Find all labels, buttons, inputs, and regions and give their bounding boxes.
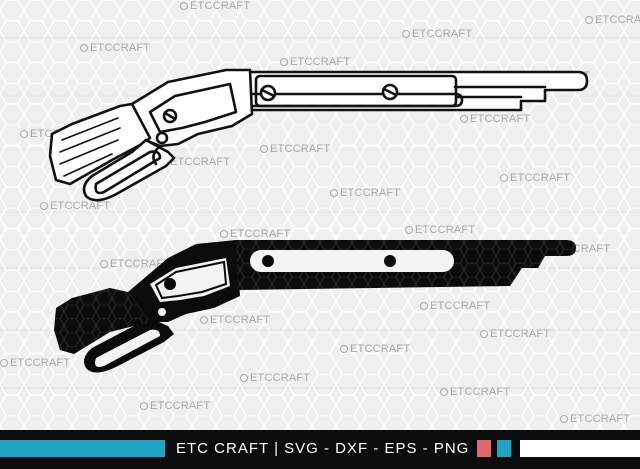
watermark: ETCCRAFT: [0, 357, 70, 369]
footer-blue-bar: [0, 440, 165, 457]
watermark-copyright-icon: [560, 415, 568, 423]
watermark-copyright-icon: [500, 174, 508, 182]
watermark: ETCCRAFT: [420, 300, 490, 312]
watermark: ETCCRAFT: [402, 28, 472, 40]
watermark-copyright-icon: [260, 145, 268, 153]
watermark-copyright-icon: [460, 115, 468, 123]
watermark: ETCCRAFT: [560, 413, 630, 425]
watermark: ETCCRAFT: [280, 56, 350, 68]
watermark-copyright-icon: [330, 189, 338, 197]
watermark-copyright-icon: [180, 2, 188, 10]
watermark: ETCCRAFT: [480, 328, 550, 340]
footer-text: ETC CRAFT | SVG - DXF - EPS - PNG: [176, 439, 469, 459]
watermark: ETCCRAFT: [240, 372, 310, 384]
watermark: ETCCRAFT: [140, 400, 210, 412]
watermark-copyright-icon: [0, 359, 8, 367]
shotgun-silhouette: [54, 240, 576, 373]
watermark: ETCCRAFT: [440, 386, 510, 398]
watermark: ETCCRAFT: [585, 14, 640, 26]
footer-banner: ETC CRAFT | SVG - DXF - EPS - PNG: [0, 430, 640, 469]
watermark-copyright-icon: [220, 230, 228, 238]
watermark: ETCCRAFT: [500, 172, 570, 184]
watermark-copyright-icon: [585, 16, 593, 24]
watermark: ETCCRAFT: [180, 0, 250, 12]
watermark-copyright-icon: [140, 402, 148, 410]
watermark-copyright-icon: [40, 202, 48, 210]
footer-separator: |: [274, 440, 279, 457]
footer-blue-square: [497, 440, 511, 457]
watermark-copyright-icon: [340, 345, 348, 353]
watermark-copyright-icon: [280, 58, 288, 66]
watermark: ETCCRAFT: [100, 258, 170, 270]
watermark: ETCCRAFT: [200, 314, 270, 326]
watermark: ETCCRAFT: [220, 228, 290, 240]
watermark-copyright-icon: [80, 44, 88, 52]
watermark-copyright-icon: [405, 226, 413, 234]
watermark-copyright-icon: [20, 130, 28, 138]
watermark-copyright-icon: [420, 302, 428, 310]
shotgun-outline: [48, 68, 589, 202]
footer-brand: ETC CRAFT: [176, 440, 269, 457]
watermark-copyright-icon: [440, 388, 448, 396]
footer-white-bar: [520, 440, 640, 457]
watermark: ETCCRAFT: [405, 224, 475, 236]
footer-red-square: [477, 440, 491, 457]
watermark: ETCCRAFT: [80, 42, 150, 54]
watermark-copyright-icon: [480, 330, 488, 338]
watermark-copyright-icon: [240, 374, 248, 382]
watermark-copyright-icon: [402, 30, 410, 38]
watermark: ETCCRAFT: [260, 143, 330, 155]
watermark-copyright-icon: [100, 260, 108, 268]
watermark: ETCCRAFT: [340, 343, 410, 355]
footer-formats: SVG - DXF - EPS - PNG: [284, 440, 470, 457]
watermark: ETCCRAFT: [40, 200, 110, 212]
watermark-copyright-icon: [200, 316, 208, 324]
watermark: ETCCRAFT: [330, 187, 400, 199]
watermark: ETCCRAFT: [460, 113, 530, 125]
